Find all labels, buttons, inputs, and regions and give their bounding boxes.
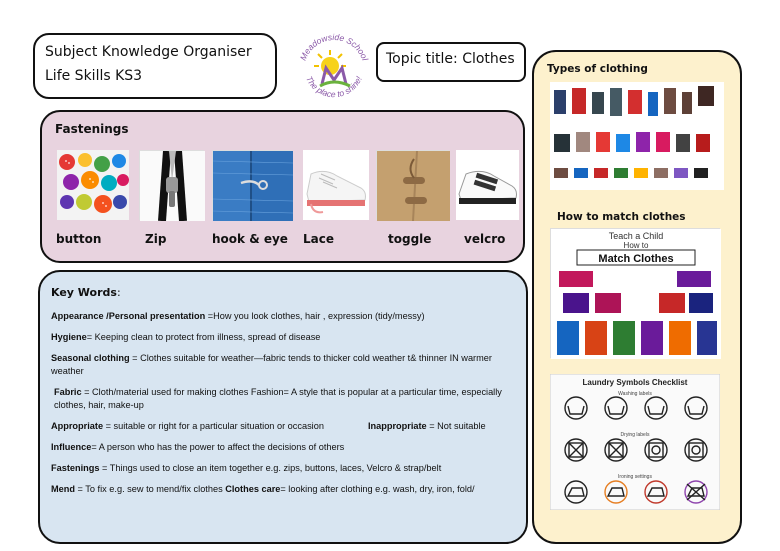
clothing-row-3 bbox=[554, 168, 708, 178]
keyword-influence: Influence= A person who has the power to… bbox=[51, 442, 345, 452]
key-words-title: Key Words: bbox=[51, 286, 121, 299]
fastening-label-lace: Lace bbox=[303, 232, 334, 246]
keyword-appearance: Appearance /Personal presentation =How y… bbox=[51, 311, 425, 321]
subject-title: Subject Knowledge Organiser bbox=[45, 44, 252, 60]
keyword-mend: Mend = To fix e.g. sew to mend/fix cloth… bbox=[51, 484, 475, 494]
buttons-photo bbox=[57, 150, 129, 220]
laced-shoe-photo bbox=[303, 150, 369, 220]
fastening-label-velcro: velcro bbox=[464, 232, 506, 246]
keyword-seasonal-clothing: Seasonal clothing = Clothes suitable for… bbox=[51, 353, 492, 376]
svg-text:Ironing settings: Ironing settings bbox=[618, 474, 652, 480]
keyword-hygiene: Hygiene= Keeping clean to protect from i… bbox=[51, 332, 321, 342]
svg-text:How to: How to bbox=[624, 241, 649, 250]
fastenings-title: Fastenings bbox=[55, 122, 129, 136]
school-logo: Meadowside School The place to shine! bbox=[292, 28, 376, 110]
keyword-fabric: Fabric = Cloth/material used for making … bbox=[54, 387, 502, 410]
how-to-match-title: How to match clothes bbox=[557, 211, 686, 223]
svg-text:Drying labels: Drying labels bbox=[621, 432, 650, 438]
hook-and-eye-photo bbox=[212, 150, 294, 221]
svg-text:Match Clothes: Match Clothes bbox=[598, 253, 673, 265]
velcro-shoe-photo bbox=[456, 150, 519, 220]
keyword-appropriate: Appropriate = suitable or right for a pa… bbox=[51, 421, 486, 431]
subject-subtitle: Life Skills KS3 bbox=[45, 68, 143, 84]
fastening-label-button: button bbox=[56, 232, 102, 246]
topic-title: Topic title: Clothes bbox=[376, 42, 526, 82]
svg-text:Laundry Symbols Checklist: Laundry Symbols Checklist bbox=[583, 378, 688, 387]
toggle-photo bbox=[376, 150, 450, 222]
keyword-fastenings: Fastenings = Things used to close an ite… bbox=[51, 463, 442, 473]
svg-text:Teach a Child: Teach a Child bbox=[609, 231, 664, 241]
clothing-row-1 bbox=[554, 86, 714, 116]
clothing-row-2 bbox=[554, 132, 710, 152]
clothing-types-chart bbox=[550, 82, 724, 190]
subject-header: Subject Knowledge Organiser Life Skills … bbox=[33, 33, 277, 99]
zip-photo bbox=[139, 150, 205, 222]
fastening-label-zip: Zip bbox=[145, 232, 167, 246]
types-of-clothing-title: Types of clothing bbox=[547, 63, 648, 75]
fastenings-panel: Fastenings bbox=[40, 110, 525, 263]
laundry-symbols-checklist: Laundry Symbols Checklist Washing labels… bbox=[549, 373, 721, 511]
fastening-label-toggle: toggle bbox=[388, 232, 432, 246]
match-clothes-poster: Teach a Child How to Match Clothes bbox=[550, 228, 721, 359]
key-words-panel: Key Words: Appearance /Personal presenta… bbox=[38, 270, 528, 544]
fastening-label-hook-eye: hook & eye bbox=[212, 232, 288, 246]
side-panel: Types of clothing bbox=[532, 50, 742, 544]
svg-text:Washing labels: Washing labels bbox=[618, 391, 652, 397]
